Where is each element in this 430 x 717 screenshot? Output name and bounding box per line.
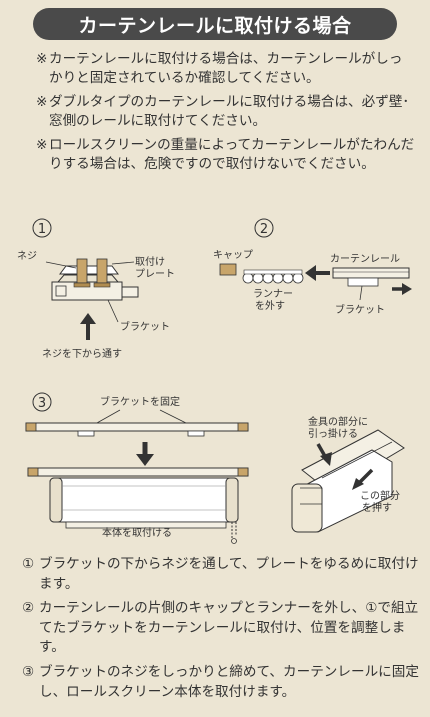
bracket-label: ブラケット: [120, 320, 170, 333]
figure-3-number: 3: [38, 396, 46, 411]
screw-label: ネジ: [17, 250, 37, 262]
note-text: ダブルタイプのカーテンレールに取付ける場合は、必ず壁･窓側のレールに取付けてくだ…: [49, 93, 410, 130]
runner-illustration: [242, 269, 304, 284]
step-item: ① ブラケットの下からネジを通して、プレートをゆるめに取付けます。: [22, 555, 422, 594]
attach-body-label: 本体を取付ける: [102, 526, 172, 539]
hook-label-line2: 引っ掛ける: [308, 427, 358, 440]
note-mark: ※: [36, 136, 48, 153]
push-label-line2: を押す: [362, 501, 392, 514]
figure-2: 2 キャップ ランナー を外す カーテンレール ブラケット: [213, 218, 412, 316]
figure-2-number-circle: [254, 218, 274, 238]
page-title: カーテンレールに取付ける場合: [33, 8, 397, 40]
step-item: ② カーテンレールの片側のキャップとランナーを外し、①で組立てたブラケットをカー…: [22, 599, 422, 658]
step-number: ③: [22, 663, 35, 680]
figure-1-number-circle: [32, 218, 52, 238]
step-text: ブラケットのネジをしっかりと締めて、カーテンレールに固定し、ロールスクリーン本体…: [39, 663, 419, 700]
plate-label-line2: プレート: [135, 268, 175, 280]
cap-illustration: [219, 263, 237, 276]
screw-illustration: [73, 258, 111, 288]
runner-label-line2: を外す: [255, 300, 285, 312]
note-mark: ※: [36, 51, 48, 67]
figure-2-number: 2: [260, 222, 268, 237]
figure-1-number: 1: [38, 222, 46, 237]
push-label-line1: この部分: [360, 489, 400, 502]
rail-label: カーテンレール: [330, 253, 400, 265]
figure-3-number-circle: [32, 392, 52, 412]
instruction-steps: ① ブラケットの下からネジを通して、プレートをゆるめに取付けます。 ② カーテン…: [22, 555, 422, 707]
step-text: ブラケットの下からネジを通して、プレートをゆるめに取付けます。: [39, 556, 419, 592]
fix-bracket-label: ブラケットを固定: [100, 395, 180, 408]
runner-label-line1: ランナー: [253, 288, 293, 300]
figure-2-bracket-label: ブラケット: [335, 303, 385, 316]
figure-1: 1 ネジ 取付け プレート ブラケット ネジを下から通す: [17, 218, 175, 360]
figure-1-caption: ネジを下から通す: [42, 348, 122, 360]
step-number: ①: [22, 556, 35, 572]
plate-label-line1: 取付け: [135, 255, 165, 268]
bracket-detail-illustration: [291, 429, 405, 533]
step-number: ②: [22, 600, 35, 617]
caution-notes: ※ カーテンレールに取付ける場合は、カーテンレールがしっかりと固定されているか確…: [36, 50, 416, 178]
figure-3: 3 ブラケットを固定 本体を取付ける: [25, 392, 249, 544]
figure-4: 金具の部分に 引っ掛ける この部分 を押す: [291, 415, 405, 533]
hook-label-line1: 金具の部分に: [308, 415, 368, 428]
bracket-illustration: [51, 274, 139, 301]
note-text: ロールスクリーンの重量によってカーテンレールがたわんだりする場合は、危険ですので…: [49, 136, 415, 173]
roll-screen-illustration: [27, 467, 249, 544]
note-item: ※ カーテンレールに取付ける場合は、カーテンレールがしっかりと固定されているか確…: [36, 50, 416, 89]
step-text: カーテンレールの片側のキャップとランナーを外し、①で組立てたブラケットをカーテン…: [39, 600, 419, 656]
note-item: ※ ダブルタイプのカーテンレールに取付ける場合は、必ず壁･窓側のレールに取付けて…: [36, 93, 416, 132]
cap-label: キャップ: [213, 249, 253, 261]
push-arrow-icon: [358, 468, 374, 484]
curtain-rail-illustration: [332, 267, 410, 287]
note-mark: ※: [36, 93, 48, 110]
note-text: カーテンレールに取付ける場合は、カーテンレールがしっかりと固定されているか確認し…: [49, 51, 403, 87]
rail-with-brackets-illustration: [25, 422, 249, 437]
step-item: ③ ブラケットのネジをしっかりと締めて、カーテンレールに固定し、ロールスクリーン…: [22, 663, 422, 702]
plate-illustration: [59, 265, 119, 275]
note-item: ※ ロールスクリーンの重量によってカーテンレールがたわんだりする場合は、危険です…: [36, 136, 416, 175]
